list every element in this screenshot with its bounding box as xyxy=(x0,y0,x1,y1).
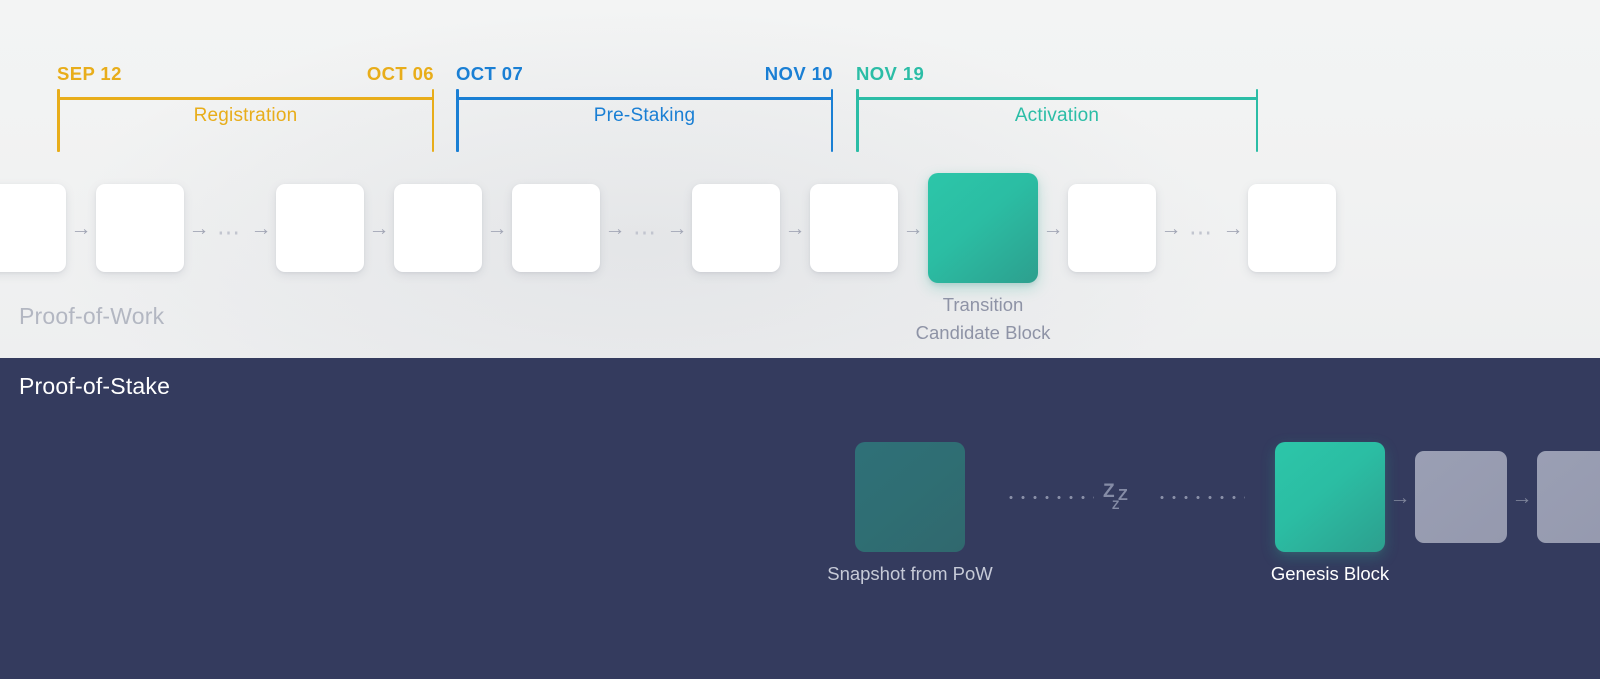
dotted-line-right xyxy=(1156,495,1245,499)
proof-of-work-chain: → → ⋯ → → → → ⋯ → → → Transition Candida… xyxy=(0,168,1336,343)
snapshot-block-wrapper: Snapshot from PoW xyxy=(827,442,993,584)
registration-end-date: OCT 06 xyxy=(366,63,434,84)
arrow-icon: → xyxy=(666,216,688,240)
proof-of-stake-label: Proof-of-Stake xyxy=(19,373,171,399)
arrow-icon: → xyxy=(188,216,210,240)
arrow-icon: → xyxy=(784,216,806,240)
arrow-icon: → xyxy=(1160,216,1182,240)
registration-start-date: SEP 12 xyxy=(57,63,122,84)
pow-block xyxy=(1248,184,1336,272)
caption-line-2: Candidate Block xyxy=(915,321,1051,343)
bracket-bar xyxy=(856,97,1258,100)
proof-of-work-section: SEP 12 OCT 06 Registration OCT 07 NOV 10… xyxy=(0,0,1600,358)
ellipsis-icon: ⋯ xyxy=(1189,218,1215,245)
pos-block xyxy=(1415,451,1507,543)
transition-candidate-block xyxy=(928,173,1038,283)
zzz-letter: Z xyxy=(1112,498,1120,512)
genesis-block-wrapper: Genesis Block xyxy=(1271,442,1389,584)
pow-block xyxy=(512,184,600,272)
arrow-icon: → xyxy=(1042,216,1064,240)
pow-block xyxy=(0,184,66,272)
transition-candidate-block-caption: Transition Candidate Block xyxy=(916,291,1051,347)
dotted-line-left xyxy=(1005,495,1094,499)
arrow-icon: → xyxy=(250,216,272,240)
pow-block xyxy=(96,184,184,272)
bracket-bar xyxy=(57,97,434,100)
prestaking-phase-label: Pre-Staking xyxy=(593,105,696,126)
bracket-leg-left xyxy=(856,89,859,152)
prestaking-start-date: OCT 07 xyxy=(456,63,524,84)
arrow-icon: → xyxy=(1389,485,1411,509)
bracket-bar xyxy=(456,97,833,100)
ellipsis-icon: ⋯ xyxy=(217,218,243,245)
activation-phase-label: Activation xyxy=(1014,105,1100,126)
genesis-block-caption: Genesis Block xyxy=(1270,563,1390,584)
registration-phase-label: Registration xyxy=(193,105,298,126)
arrow-icon: → xyxy=(604,216,626,240)
pow-block xyxy=(394,184,482,272)
pow-block xyxy=(1068,184,1156,272)
pow-block xyxy=(810,184,898,272)
zzz-letter: Z xyxy=(1118,487,1128,504)
caption-line-1: Transition xyxy=(942,294,1024,315)
sleep-connector: Z Z Z xyxy=(1005,482,1245,512)
zzz-sleep-icon: Z Z Z xyxy=(1103,482,1147,512)
arrow-icon: → xyxy=(1222,216,1244,240)
snapshot-block-caption: Snapshot from PoW xyxy=(827,563,993,584)
proof-of-work-label: Proof-of-Work xyxy=(19,303,165,329)
pow-block xyxy=(692,184,780,272)
bracket-leg-right xyxy=(1255,89,1258,152)
arrow-icon: → xyxy=(902,216,924,240)
arrow-icon: → xyxy=(368,216,390,240)
bracket-leg-right xyxy=(830,89,833,152)
proof-of-stake-chain: Snapshot from PoW Genesis Block → → xyxy=(827,437,1600,584)
bracket-leg-right xyxy=(431,89,434,152)
arrow-icon: → xyxy=(70,216,92,240)
zzz-letter: Z xyxy=(1103,481,1115,502)
bracket-leg-left xyxy=(456,89,459,152)
pos-block xyxy=(1537,451,1600,543)
bracket-leg-left xyxy=(57,89,60,152)
transition-candidate-block-wrapper: Transition Candidate Block xyxy=(916,173,1050,343)
arrow-icon: → xyxy=(486,216,508,240)
ellipsis-icon: ⋯ xyxy=(633,218,659,245)
arrow-icon: → xyxy=(1511,485,1533,509)
genesis-block xyxy=(1275,442,1385,552)
pow-block xyxy=(276,184,364,272)
snapshot-from-pow-block xyxy=(855,442,965,552)
prestaking-end-date: NOV 10 xyxy=(764,63,833,84)
activation-start-date: NOV 19 xyxy=(856,63,925,84)
